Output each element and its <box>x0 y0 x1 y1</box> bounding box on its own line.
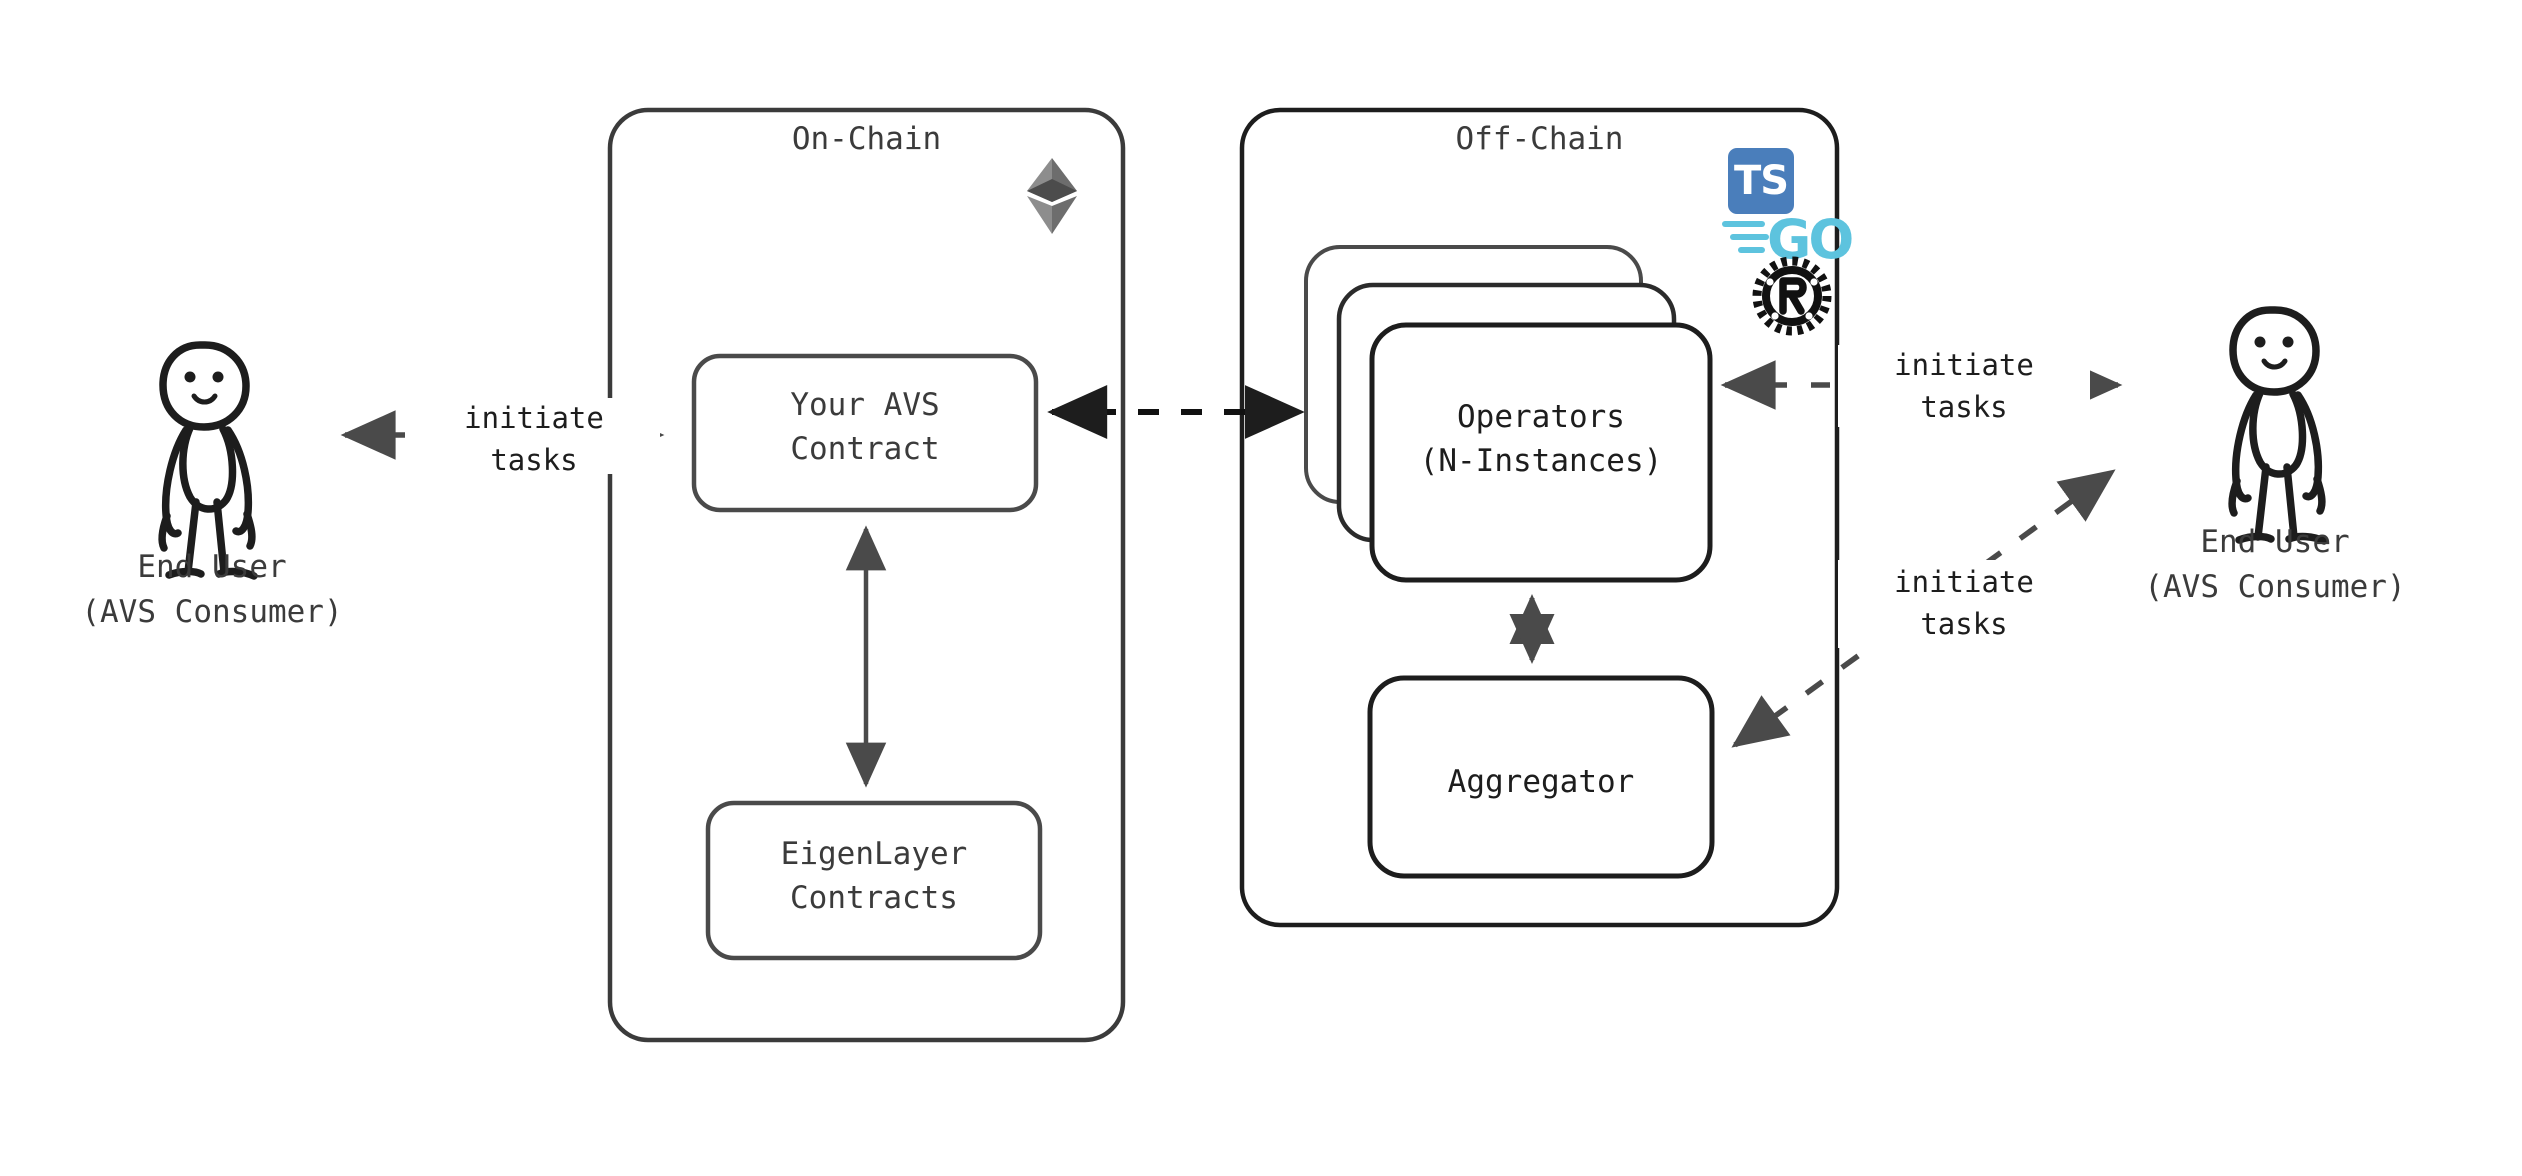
edge-left-user-to-avs <box>340 398 665 474</box>
actor-label-end-user-right-line1: End User <box>2200 524 2350 560</box>
edge-label-left-user-to-avs-line1: initiate <box>464 401 604 435</box>
node-label-operators-line2: (N-Instances) <box>1419 443 1663 479</box>
edge-label-operators-to-right-user-line2: tasks <box>1920 390 2008 424</box>
edge-label-operators-to-right-user-line1: initiate <box>1894 348 2034 382</box>
edge-operators-to-right-user <box>1720 345 2123 427</box>
node-label-aggregator: Aggregator <box>1447 764 1635 800</box>
node-label-eigenlayer-line2: Contracts <box>790 880 958 916</box>
actor-label-end-user-left-line2: (AVS Consumer) <box>81 594 343 630</box>
rust-icon <box>1752 256 1832 336</box>
golang-icon: GO <box>1722 208 1855 271</box>
typescript-icon: TS <box>1728 148 1794 214</box>
node-box-aggregator[interactable] <box>1367 675 1715 879</box>
actor-figure-end-user-left <box>158 341 258 580</box>
node-box-avs-contract[interactable] <box>691 353 1039 513</box>
node-label-eigenlayer-line1: EigenLayer <box>780 836 968 872</box>
group-title-on-chain: On-Chain <box>791 121 942 157</box>
node-box-eigenlayer-contracts[interactable] <box>705 800 1043 961</box>
ethereum-icon <box>1027 158 1077 234</box>
actor-label-end-user-left-line1: End User <box>137 549 287 585</box>
edge-label-aggregator-to-right-user-line1: initiate <box>1894 565 2034 599</box>
node-label-operators-line1: Operators <box>1457 399 1625 435</box>
edge-label-left-user-to-avs-line2: tasks <box>490 443 578 477</box>
actor-figure-end-user-right <box>2228 306 2328 545</box>
group-container-on-chain <box>607 107 1126 1043</box>
edge-label-aggregator-to-right-user-line2: tasks <box>1920 607 2008 641</box>
actor-label-end-user-right-line2: (AVS Consumer) <box>2144 569 2406 605</box>
node-box-operators[interactable] <box>1369 322 1713 583</box>
group-title-off-chain: Off-Chain <box>1455 121 1624 157</box>
node-label-avs-contract-line2: Contract <box>790 431 940 467</box>
node-label-avs-contract-line1: Your AVS <box>790 387 940 423</box>
edge-aggregator-to-right-user <box>1731 469 2116 748</box>
